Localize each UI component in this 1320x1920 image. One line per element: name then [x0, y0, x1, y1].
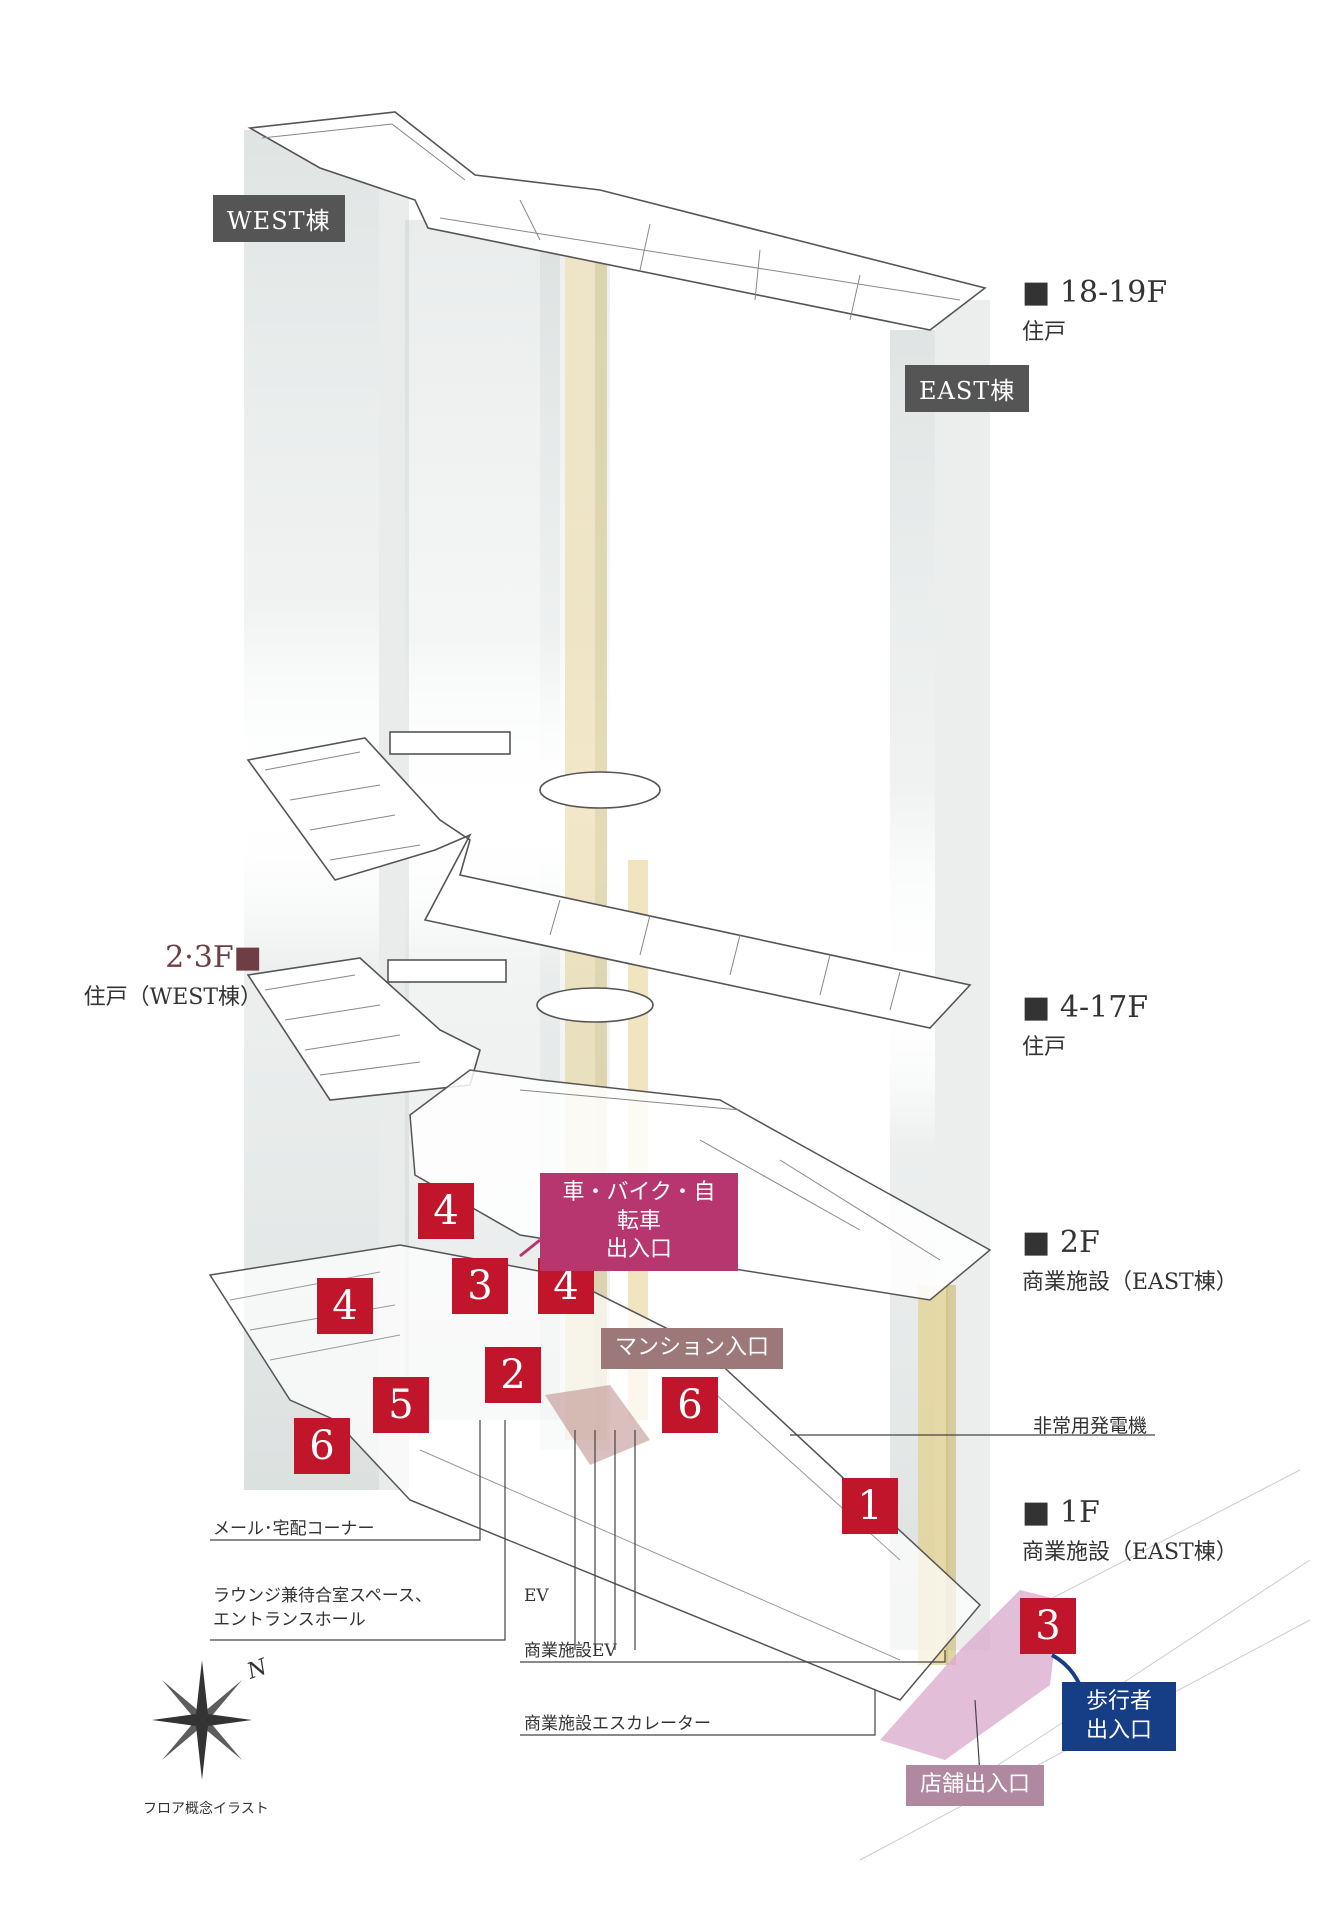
marker-4: 4 — [418, 1183, 474, 1239]
floor-name: 18-19F — [1059, 275, 1168, 310]
marker-6: 6 — [662, 1377, 718, 1433]
ev-label: EV — [524, 1586, 549, 1606]
shop-entrance-zone — [880, 1590, 1060, 1760]
floor-name: 4-17F — [1059, 990, 1149, 1025]
concept-illustration-label: フロア概念イラスト — [143, 1801, 269, 1817]
vehicle-entrance-arrow — [519, 1238, 541, 1258]
marker-3: 3 — [1020, 1598, 1076, 1654]
floor-use: 住戸（WEST棟） — [83, 985, 262, 1010]
mail-corner-label: メール･宅配コーナー — [213, 1519, 375, 1539]
leader-lines — [210, 1420, 1155, 1776]
mansion-entrance-callout: マンション入口 — [601, 1328, 784, 1369]
east-building-tag: EAST棟 — [905, 365, 1030, 412]
floor-label-18-19f: ■ 18-19F 住戸 — [1022, 275, 1168, 345]
shop-entrance-callout: 店舗出入口 — [906, 1765, 1045, 1806]
floor-plate-2-3f — [246, 957, 654, 1101]
floor-name: 2F — [1059, 1225, 1100, 1260]
floor-label-1f: ■ 1F 商業施設（EAST棟） — [1022, 1495, 1238, 1565]
mansion-entrance-zone — [545, 1385, 650, 1465]
floor-use: 住戸 — [1022, 320, 1067, 345]
marker-5: 5 — [373, 1377, 429, 1433]
floor-name: 1F — [1059, 1495, 1100, 1530]
generator-label: 非常用発電機 — [1033, 1415, 1148, 1437]
compass-icon — [152, 1660, 252, 1780]
marker-2: 2 — [485, 1347, 541, 1403]
escalator-label: 商業施設エスカレーター — [524, 1714, 711, 1734]
pedestrian-entrance-callout: 歩行者 出入口 — [1062, 1682, 1176, 1752]
lounge-label: ラウンジ兼待合室スペース、 エントランスホール — [213, 1586, 432, 1630]
floor-plate-4-17f — [246, 731, 972, 1029]
floor-name: 2·3F — [165, 940, 234, 975]
floor-plate-18-19f — [247, 111, 987, 331]
floor-label-2-3f: 2·3F■ 住戸（WEST棟） — [62, 940, 262, 1011]
marker-1: 1 — [842, 1478, 898, 1534]
floor-use: 商業施設（EAST棟） — [1022, 1540, 1238, 1565]
marker-6: 6 — [294, 1418, 350, 1474]
floor-label-2f: ■ 2F 商業施設（EAST棟） — [1022, 1225, 1238, 1295]
floor-use: 住戸 — [1022, 1035, 1067, 1060]
floor-use: 商業施設（EAST棟） — [1022, 1270, 1238, 1295]
commercial-ev-label: 商業施設EV — [524, 1641, 617, 1661]
marker-4: 4 — [317, 1278, 373, 1334]
west-building-tag: WEST棟 — [213, 195, 345, 242]
vehicle-entrance-callout: 車・バイク・自転車 出入口 — [540, 1173, 738, 1271]
floor-label-4-17f: ■ 4-17F 住戸 — [1022, 990, 1149, 1060]
marker-3: 3 — [452, 1258, 508, 1314]
